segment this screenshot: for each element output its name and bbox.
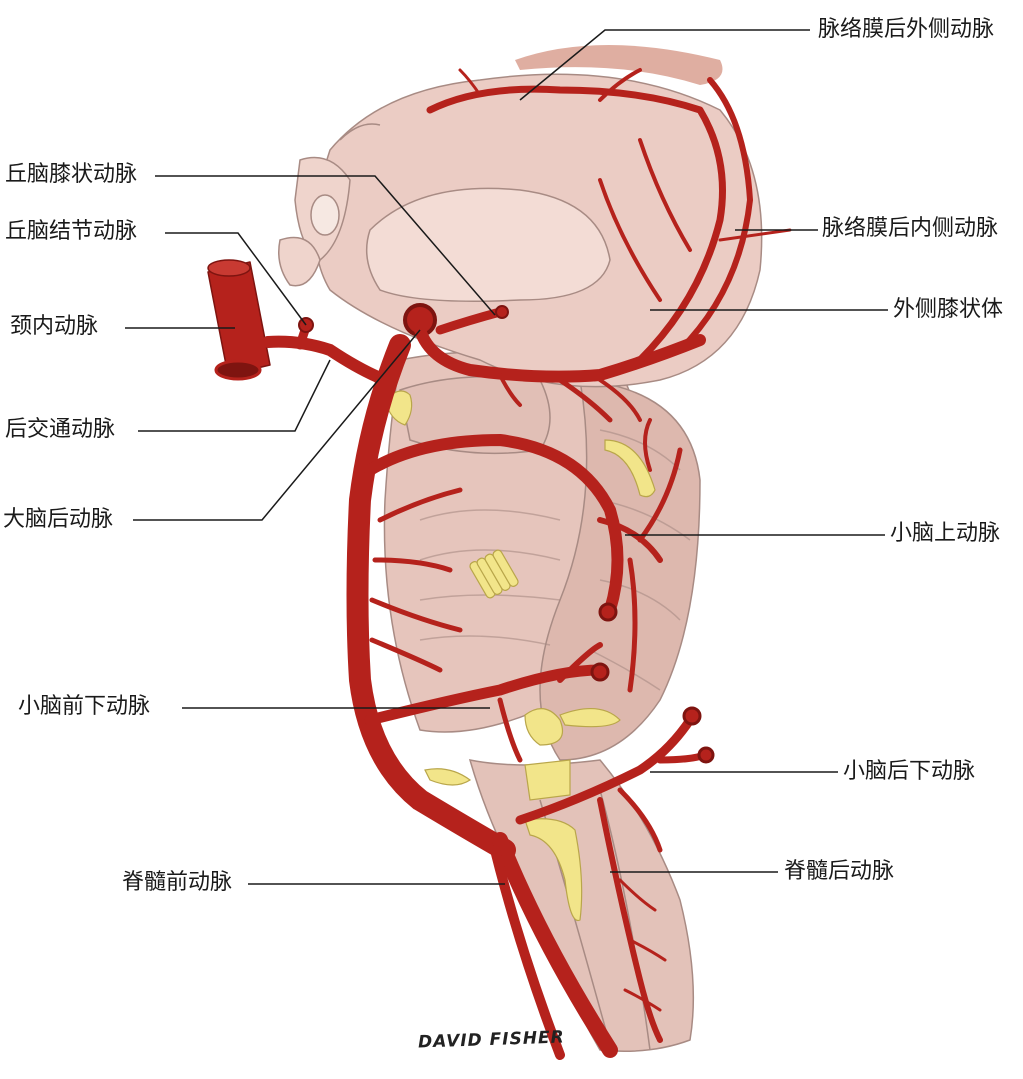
optic-nerve-end [310, 194, 340, 236]
label-posterior-communicating-artery: 后交通动脉 [5, 417, 116, 442]
optic-chiasm [278, 236, 321, 287]
trigeminal-nerve [469, 549, 519, 599]
label-posterior-cerebral-artery: 大脑后动脉 [3, 507, 114, 532]
posterior-communicating-artery [262, 335, 391, 386]
label-anterior-inferior-cerebellar-artery: 小脑前下动脉 [18, 694, 151, 719]
arteries [207, 68, 792, 1060]
thalamus-inner [365, 187, 611, 302]
leader-posterior-cerebral [133, 329, 421, 521]
posterior-inferior-cerebellar-artery [515, 715, 695, 825]
vertebral-artery [492, 832, 618, 1058]
leader-choroidal-posterolateral [519, 29, 810, 101]
label-choroidal-posteromedial-artery: 脉络膜后内侧动脉 [822, 216, 999, 241]
choroid-plexus [515, 45, 723, 85]
leader-thalamogeniculate [155, 175, 496, 316]
hypoglossal-nerve [524, 818, 583, 922]
thalamus-fold [339, 123, 381, 141]
basilar-artery [346, 334, 516, 861]
label-internal-carotid-artery: 颈内动脉 [10, 314, 99, 339]
leader-lines [125, 29, 888, 885]
thalamogeniculate-artery [435, 307, 505, 335]
posterior-cerebral-artery [414, 324, 706, 383]
label-anterior-spinal-artery: 脊髓前动脉 [122, 870, 233, 895]
label-thalamogeniculate-artery: 丘脑膝状动脉 [5, 162, 138, 187]
label-choroidal-posterolateral-artery: 脉络膜后外侧动脉 [818, 17, 995, 42]
label-thalamotuberal-artery: 丘脑结节动脉 [5, 219, 138, 244]
superior-cerebellar-artery [364, 434, 624, 616]
label-posterior-inferior-cerebellar-artery: 小脑后下动脉 [843, 759, 976, 784]
glossopharyngeal-nerve [524, 759, 571, 801]
internal-carotid-artery [207, 259, 271, 381]
label-posterior-spinal-artery: 脊髓后动脉 [784, 859, 895, 884]
anterior-inferior-cerebellar-artery [364, 664, 606, 726]
leader-thalamotuberal [165, 232, 307, 326]
label-lateral-geniculate-body: 外侧膝状体 [893, 297, 1004, 322]
posterior-spinal-artery [597, 797, 663, 1043]
label-superior-cerebellar-artery: 小脑上动脉 [890, 521, 1001, 546]
leader-posterior-communicating [138, 359, 331, 432]
facial-nerve [524, 708, 564, 746]
trochlear-nerve [604, 439, 656, 498]
cranial-nerves [384, 390, 656, 922]
choroidal-posteromedial-artery [677, 77, 753, 353]
anterior-spinal-artery [490, 845, 565, 1060]
choroidal-posterolateral-artery [426, 85, 726, 364]
vestibulocochlear-nerve [559, 707, 621, 728]
abducens-nerve [424, 768, 472, 786]
